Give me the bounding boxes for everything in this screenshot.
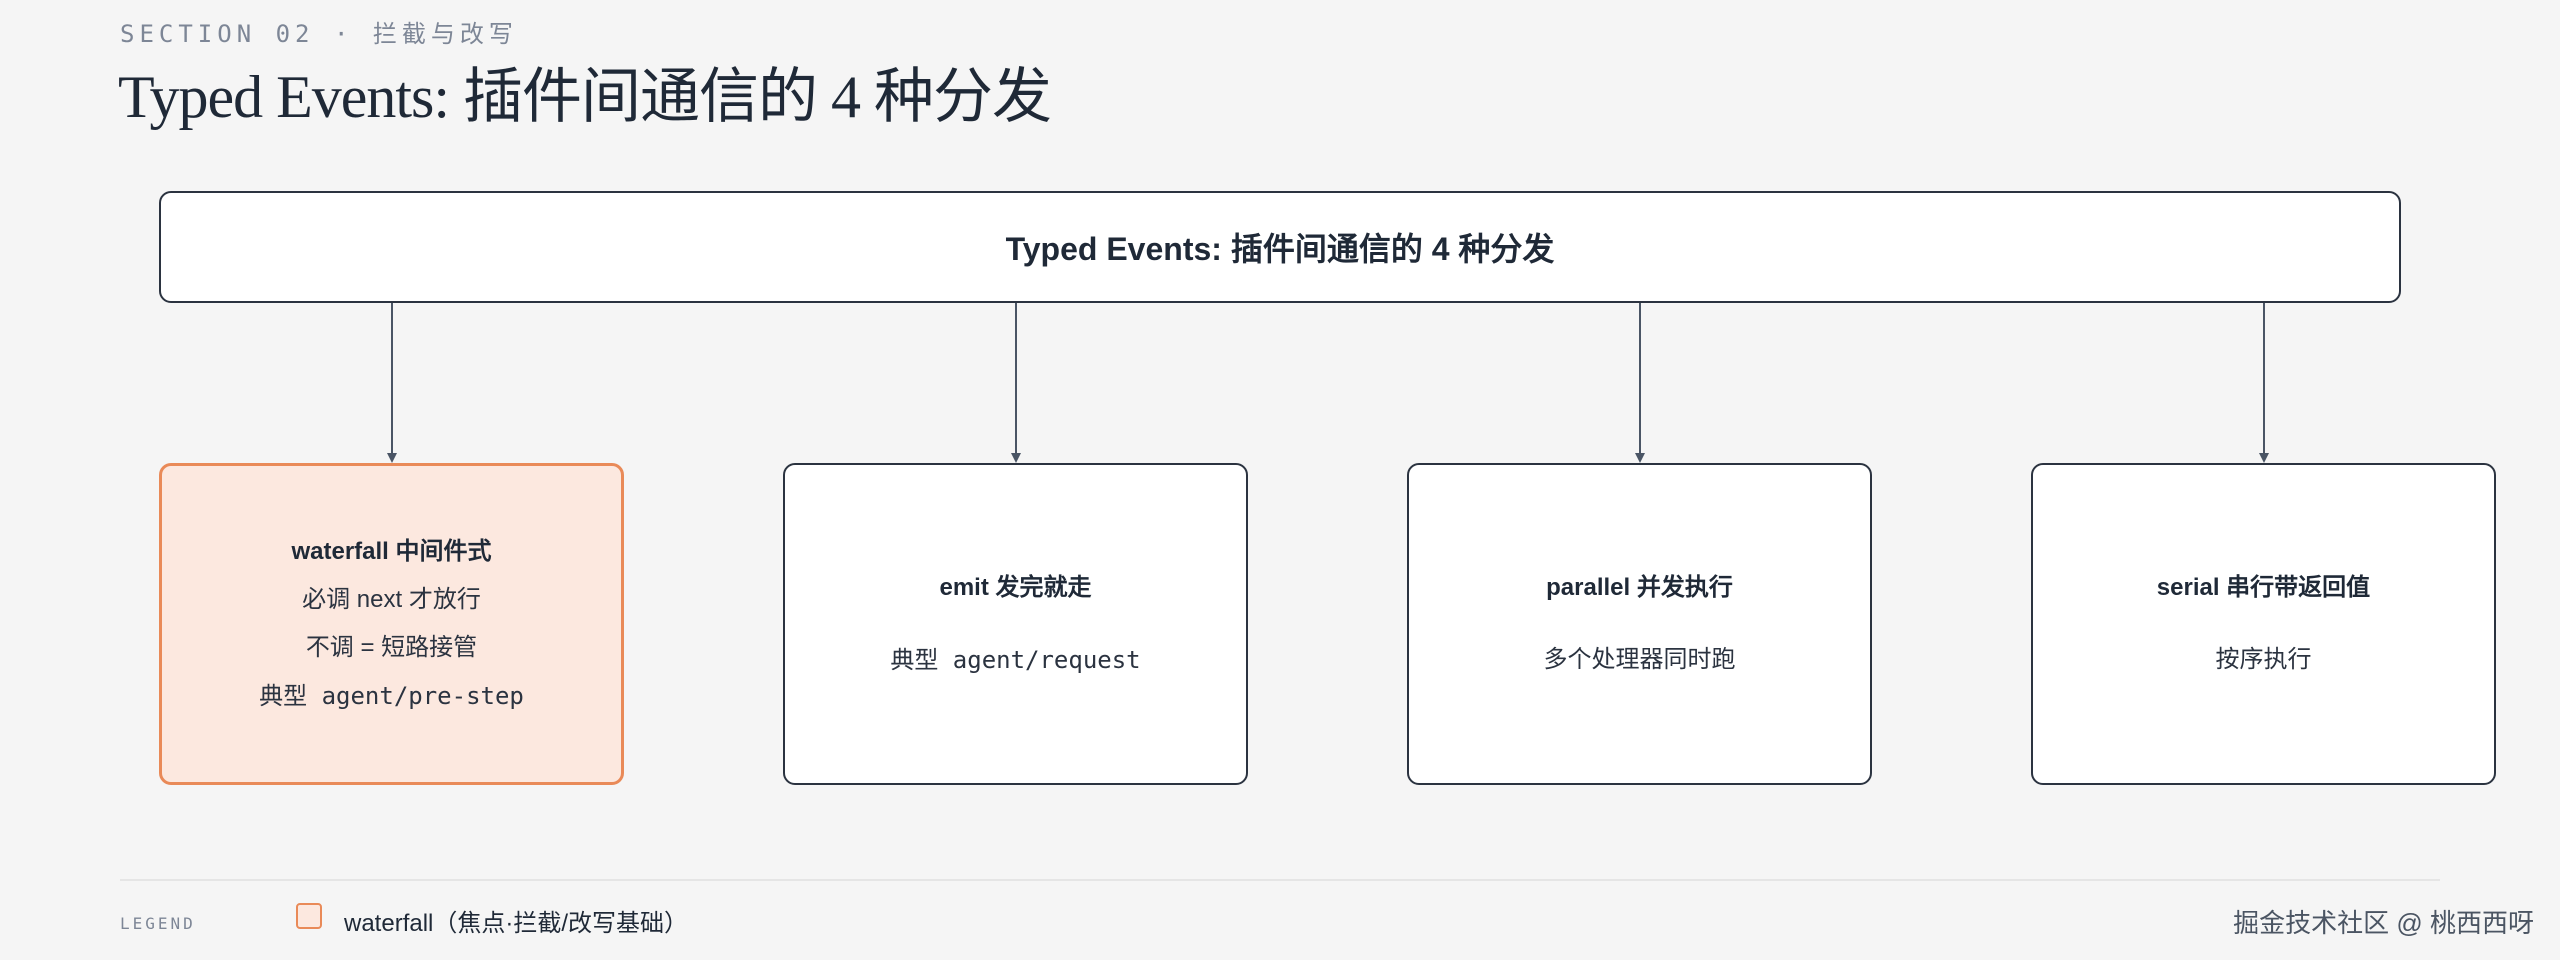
node-serial-title: serial 串行带返回值 [2156,574,2371,601]
eyebrow: SECTION 02 · 拦截与改写 [120,20,518,48]
node-emit: emit 发完就走 典型 agent/request [783,463,1248,785]
node-waterfall-line-2: 不调 = 短路接管 [305,634,478,661]
watermark: 掘金技术社区 @ 桃西西呀 [2233,908,2534,938]
legend-swatch-waterfall [296,903,322,929]
node-waterfall: waterfall 中间件式 必调 next 才放行 不调 = 短路接管 典型 … [159,463,624,785]
node-serial: serial 串行带返回值 按序执行 [2031,463,2496,785]
node-parallel-line-1: 多个处理器同时跑 [1543,646,1736,673]
node-waterfall-line-1: 必调 next 才放行 [302,586,481,613]
root-node-label: Typed Events: 插件间通信的 4 种分发 [1005,231,1555,267]
node-emit-title: emit 发完就走 [939,574,1092,601]
legend-divider [120,879,2440,881]
node-emit-line-1: 典型 agent/request [890,646,1141,674]
node-waterfall-title: waterfall 中间件式 [291,538,492,565]
legend-label-waterfall: waterfall（焦点·拦截/改写基础） [344,910,689,937]
legend-title: LEGEND [120,914,196,933]
node-parallel-title: parallel 并发执行 [1546,574,1733,601]
node-parallel: parallel 并发执行 多个处理器同时跑 [1407,463,1872,785]
node-waterfall-line-3: 典型 agent/pre-step [259,682,524,710]
root-node: Typed Events: 插件间通信的 4 种分发 [159,191,2401,303]
node-serial-line-1: 按序执行 [2215,646,2312,673]
page-title: Typed Events: 插件间通信的 4 种分发 [118,64,1052,130]
